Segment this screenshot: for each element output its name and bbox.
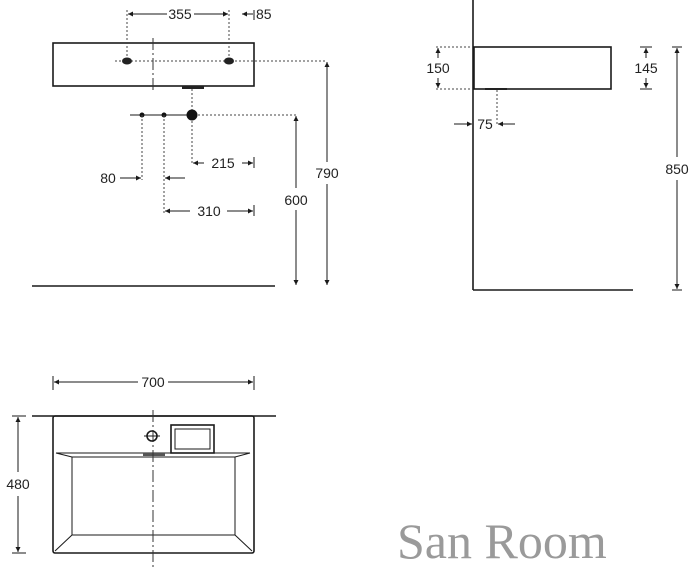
- shelf-box: [170, 424, 215, 454]
- front-view: 355 85 215 80 310 600 790: [32, 6, 339, 287]
- side-view: 150 145 850 75: [426, 0, 689, 291]
- drain-point: [186, 109, 198, 121]
- dim-150: 150: [426, 60, 450, 76]
- dim-790: 790: [315, 165, 339, 181]
- dim-600: 600: [284, 192, 308, 208]
- dim-145: 145: [634, 60, 658, 76]
- dim-75: 75: [477, 116, 493, 132]
- dim-215: 215: [211, 155, 235, 171]
- tap-hole-left: [122, 57, 132, 65]
- dim-480: 480: [6, 476, 30, 492]
- drain-outlet: [182, 86, 204, 89]
- dim-80: 80: [100, 170, 116, 186]
- dim-355: 355: [168, 6, 192, 22]
- overflow: [143, 453, 165, 456]
- dim-850: 850: [665, 161, 689, 177]
- watermark: San Room: [397, 513, 607, 569]
- top-view: 700 480: [6, 374, 276, 567]
- dim-700: 700: [141, 374, 165, 390]
- dim-85: 85: [256, 6, 272, 22]
- basin-side-outline: [473, 46, 612, 90]
- dim-310: 310: [197, 203, 221, 219]
- tap-hole-right: [224, 57, 234, 65]
